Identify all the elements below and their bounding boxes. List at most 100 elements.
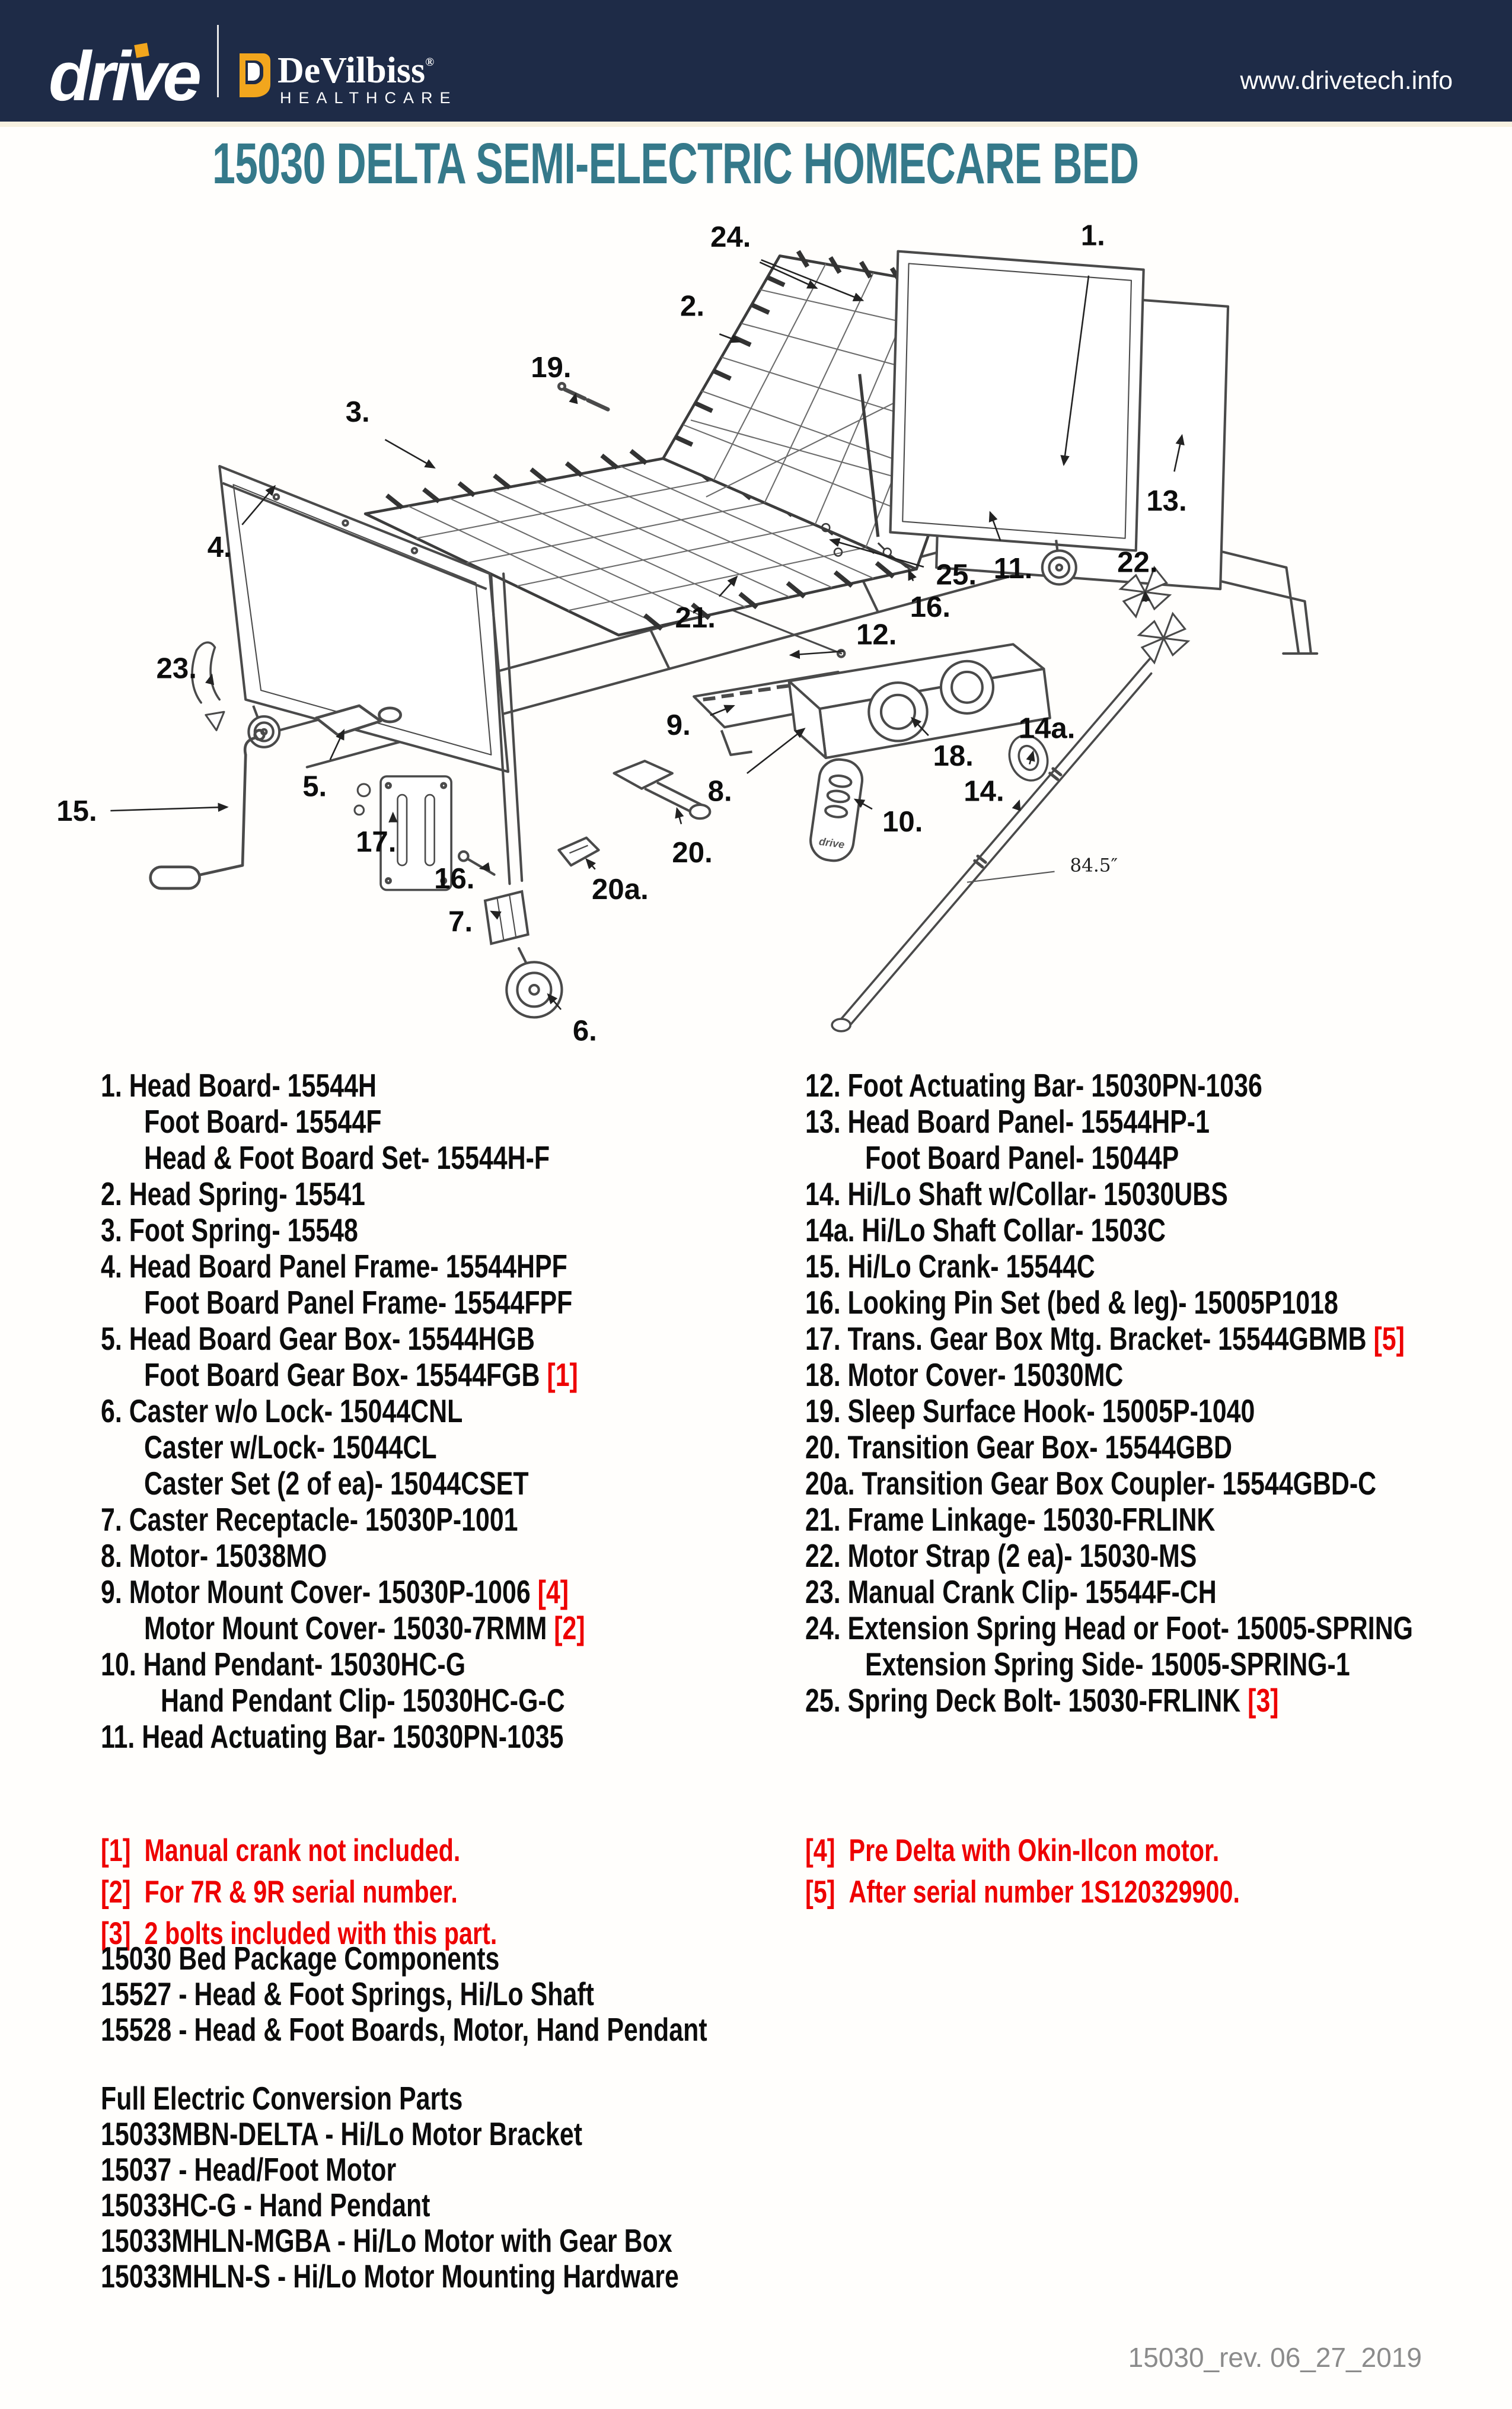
- part-line: Caster w/Lock- 15044CL: [143, 1429, 437, 1465]
- callout-leader: [241, 485, 276, 525]
- dimension-leader: [966, 871, 1055, 883]
- callout-leader: [910, 716, 929, 737]
- diagram-callout: 14.: [964, 775, 1004, 807]
- diagram-callout: 22.: [1117, 546, 1157, 579]
- part-line: 18. Motor Cover- 15030MC: [805, 1356, 1124, 1393]
- callout-leader: [1026, 750, 1035, 765]
- part-line: Head & Foot Board Set- 15544H-F: [143, 1139, 550, 1176]
- callout-leader: [789, 649, 844, 659]
- part-line: Foot Board- 15544F: [143, 1103, 382, 1140]
- leg-caster-art: [457, 572, 563, 1019]
- conversion-parts-section: Full Electric Conversion Parts 15033MBN-…: [101, 2080, 842, 2294]
- part-line: 11. Head Actuating Bar- 15030PN-1035: [101, 1718, 564, 1755]
- footnote-line: [4] Pre Delta with Okin-Ilcon motor.: [805, 1833, 1220, 1868]
- diagram-callout: 9.: [666, 709, 691, 741]
- section-line: 15033MHLN-MGBA - Hi/Lo Motor with Gear B…: [101, 2222, 672, 2259]
- part-line: 15. Hi/Lo Crank- 15544C: [805, 1248, 1095, 1285]
- diagram-callout: 19.: [531, 351, 571, 384]
- footnote-line: [1] Manual crank not included.: [101, 1833, 461, 1868]
- part-line: 20. Transition Gear Box- 15544GBD: [805, 1429, 1233, 1465]
- dimension-note: 84.5″: [1070, 855, 1118, 877]
- callout-leader: [988, 511, 1001, 541]
- footnote-ref: [1]: [540, 1356, 578, 1393]
- footnote-ref: [4]: [530, 1573, 569, 1610]
- callout-leader: [719, 333, 742, 343]
- footnote-line: [5] After serial number 1S120329900.: [805, 1875, 1240, 1910]
- section-line: 15527 - Head & Foot Springs, Hi/Lo Shaft: [101, 1975, 594, 2012]
- callout-leader: [205, 673, 215, 686]
- diagram-callout: 25.: [936, 558, 977, 591]
- callout-leader: [569, 392, 578, 404]
- part-line: Foot Board Gear Box- 15544FGB [1]: [143, 1356, 578, 1393]
- diagram-callout: 16.: [910, 591, 950, 623]
- callout-leader: [908, 569, 917, 582]
- callout-leader: [547, 993, 562, 1011]
- callout-leader: [479, 862, 490, 872]
- section-line: 15033MHLN-S - Hi/Lo Motor Mounting Hardw…: [101, 2258, 679, 2295]
- part-line: 22. Motor Strap (2 ea)- 15030-MS: [805, 1537, 1197, 1574]
- callout-leader: [675, 807, 684, 824]
- part-line: 2. Head Spring- 15541: [101, 1175, 365, 1212]
- part-line: Foot Board Panel- 15044P: [865, 1139, 1179, 1176]
- page-title: 15030 DELTA SEMI-ELECTRIC HOMECARE BED: [212, 131, 1139, 196]
- part-line: 10. Hand Pendant- 15030HC-G: [101, 1646, 466, 1683]
- part-line: 24. Extension Spring Head or Foot- 15005…: [805, 1610, 1414, 1646]
- part-line: 25. Spring Deck Bolt- 15030-FRLINK [3]: [805, 1682, 1279, 1719]
- footnote-ref: [3]: [1240, 1682, 1279, 1719]
- diagram-callout: 10.: [882, 805, 923, 838]
- part-line: 7. Caster Receptacle- 15030P-1001: [101, 1501, 518, 1538]
- part-line: 20a. Transition Gear Box Coupler- 15544G…: [805, 1465, 1377, 1502]
- part-line: 6. Caster w/o Lock- 15044CNL: [101, 1392, 463, 1429]
- hilo-shaft-art: [831, 565, 1191, 1033]
- part-line: 17. Trans. Gear Box Mtg. Bracket- 15544G…: [805, 1320, 1405, 1357]
- drive-logo: drive: [49, 37, 202, 116]
- footnotes-right: [4] Pre Delta with Okin-Ilcon motor. [5] …: [805, 1830, 1363, 1913]
- part-line: 14. Hi/Lo Shaft w/Collar- 15030UBS: [805, 1175, 1228, 1212]
- part-line: Caster Set (2 of ea)- 15044CSET: [143, 1465, 529, 1502]
- footnote-line: [2] For 7R & 9R serial number.: [101, 1875, 458, 1910]
- diagram-callout: 1.: [1081, 219, 1105, 251]
- callout-leader: [585, 858, 596, 870]
- diagram-callout: 15.: [56, 795, 97, 827]
- diagram-callout: 2.: [680, 289, 704, 322]
- callout-leader: [110, 802, 229, 812]
- diagram-callout: 13.: [1146, 485, 1186, 517]
- section-heading: 15030 Bed Package Components: [101, 1940, 500, 1977]
- head-board-panels-art: [889, 250, 1230, 591]
- callout-leader: [1173, 434, 1185, 472]
- foot-board-panel-art: [218, 465, 509, 773]
- part-line: 14a. Hi/Lo Shaft Collar- 1503C: [805, 1212, 1166, 1248]
- callout-leader: [1060, 275, 1090, 467]
- diagram-callout: 6.: [573, 1014, 597, 1047]
- footnote-ref: [5]: [1366, 1320, 1405, 1357]
- devilbiss-wordmark: DeVilbiss®: [277, 50, 435, 91]
- diagram-callout: 7.: [448, 906, 473, 938]
- section-line: 15037 - Head/Foot Motor: [101, 2151, 397, 2188]
- diagram-callout: 20a.: [592, 873, 649, 906]
- part-line: Hand Pendant Clip- 15030HC-G-C: [161, 1682, 565, 1719]
- registered-mark: ®: [425, 56, 435, 69]
- part-line: Extension Spring Side- 15005-SPRING-1: [865, 1646, 1350, 1683]
- exploded-parts-diagram: drive 24.1.2.19.3.13.4.25.11.22.16.12.21…: [56, 219, 1319, 1047]
- part-line: 3. Foot Spring- 15548: [101, 1212, 358, 1248]
- transition-gearbox-art: [557, 760, 712, 867]
- callout-leader: [759, 261, 818, 289]
- part-line: 23. Manual Crank Clip- 15544F-CH: [805, 1573, 1217, 1610]
- devilbiss-icon: [240, 53, 270, 97]
- callout-leader: [329, 729, 345, 760]
- diagram-callout: 5.: [302, 770, 327, 803]
- part-line: 21. Frame Linkage- 15030-FRLINK: [805, 1501, 1216, 1538]
- part-line: 16. Looking Pin Set (bed & leg)- 15005P1…: [805, 1284, 1338, 1321]
- section-line: 15033MBN-DELTA - Hi/Lo Motor Bracket: [101, 2115, 583, 2152]
- callout-leader: [761, 259, 865, 301]
- diagram-callout: 8.: [708, 775, 732, 807]
- part-line: 1. Head Board- 15544H: [101, 1067, 377, 1104]
- diagram-callouts: 24.1.2.19.3.13.4.25.11.22.16.12.21.23.9.…: [56, 219, 1186, 1047]
- part-line: Motor Mount Cover- 15030-7RMM [2]: [143, 1610, 585, 1646]
- section-line: 15528 - Head & Foot Boards, Motor, Hand …: [101, 2011, 707, 2048]
- motor-assembly-art: [693, 643, 1051, 760]
- diagram-callout: 24.: [710, 221, 751, 253]
